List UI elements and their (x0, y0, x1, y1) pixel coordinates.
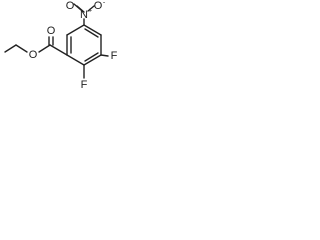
atom-f-lower: F (81, 79, 88, 91)
atom-o-ester: O (29, 49, 38, 61)
atom-o-nitro-single: O (94, 0, 103, 12)
atom-o-nitro-double: O (66, 0, 75, 12)
ring-bond-1 (66, 24, 85, 36)
chemical-structure: N + O O - O O F F (4, 0, 118, 91)
charge-n: + (88, 8, 92, 15)
ring-bond-5 (66, 54, 85, 66)
o-ch2-bond (15, 44, 28, 53)
n-o-single-bond (87, 5, 95, 12)
ring-carbonyl-bond (49, 44, 68, 56)
benzene-ring (66, 24, 102, 66)
ester-group (4, 36, 68, 56)
ring-bond-2 (83, 24, 102, 36)
ch2-ch3-bond (4, 44, 17, 53)
c-f-upper-bond (100, 54, 109, 57)
charge-o: - (103, 0, 106, 7)
atom-n: N (80, 9, 88, 21)
n-o-double-bond-b (76, 5, 85, 13)
ring-bond-4-inner (84, 52, 99, 62)
atom-o-carbonyl: O (47, 25, 56, 37)
ring-bond-2-inner (84, 28, 99, 38)
fluorine-substituents (83, 54, 109, 79)
nitro-group (73, 3, 95, 26)
ring-bond-4 (83, 54, 102, 66)
atom-f-upper: F (111, 50, 118, 62)
c-o-ester-bond (38, 44, 51, 53)
